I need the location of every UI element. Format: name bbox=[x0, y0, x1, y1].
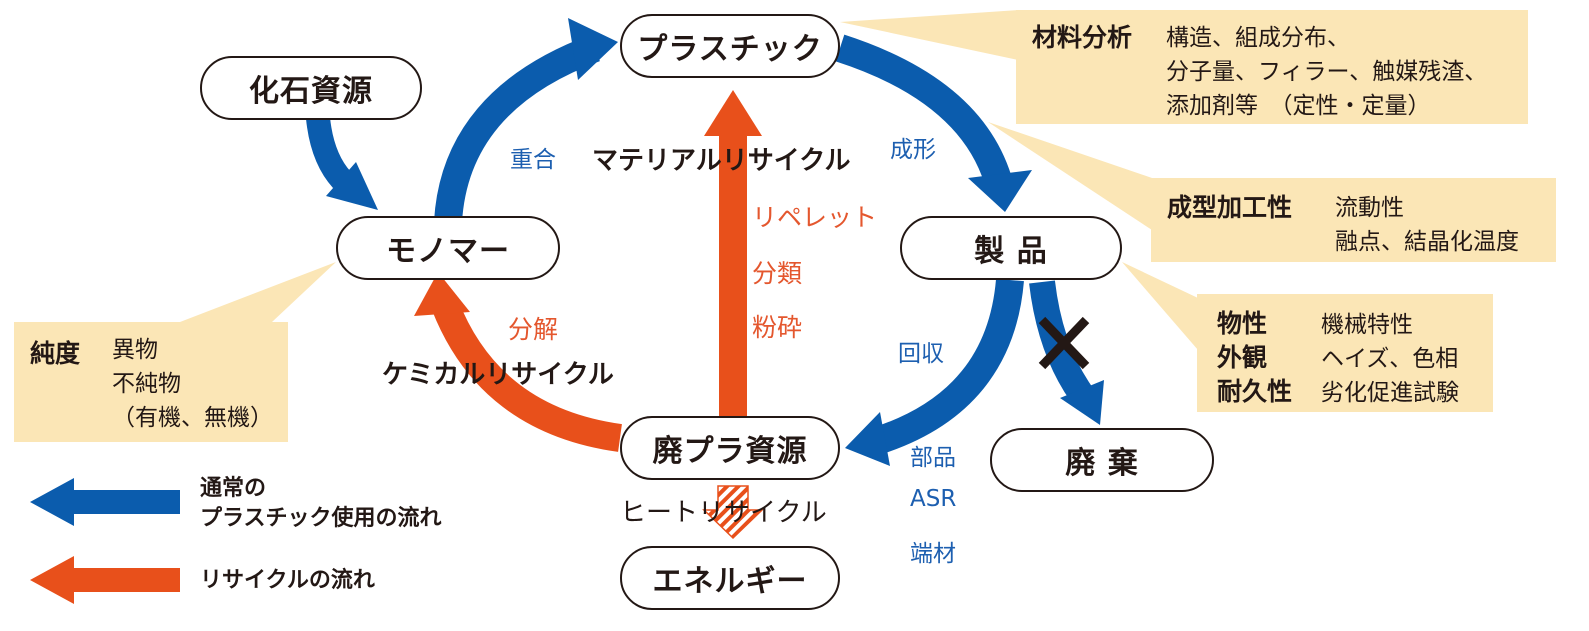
purity-line-3: （有機、無機） bbox=[112, 405, 273, 431]
arrowhead-monomer-to-plastic bbox=[568, 18, 618, 80]
label-chemical-recycle: ケミカルリサイクル bbox=[382, 360, 614, 390]
material-analysis-title: 材料分析 bbox=[1032, 23, 1133, 52]
material-analysis-line-2: 分子量、フィラー、触媒残渣、 bbox=[1166, 59, 1488, 85]
label-heat-recycle: ヒートリサイクル bbox=[620, 498, 827, 528]
node-waste-plastic-resource: 廃プラ資源 bbox=[620, 416, 840, 480]
arrow-monomer-to-plastic bbox=[434, 34, 600, 224]
arrowhead-fossil-to-monomer bbox=[326, 162, 378, 210]
arrow-product-to-disposal bbox=[1029, 280, 1093, 403]
arrow-plastic-to-product bbox=[835, 34, 1012, 185]
label-asr: ASR bbox=[910, 486, 957, 512]
properties-title-3: 耐久性 bbox=[1217, 377, 1293, 406]
properties-title-1: 物性 bbox=[1217, 309, 1268, 338]
arrow-waste-to-monomer bbox=[431, 299, 623, 452]
label-parts: 部品 bbox=[910, 445, 956, 471]
material-analysis-box: 材料分析 構造、組成分布、 分子量、フィラー、触媒残渣、 添加剤等 （定性・定量… bbox=[1016, 10, 1528, 124]
properties-line-3: 劣化促進試験 bbox=[1321, 380, 1459, 406]
node-energy: エネルギー bbox=[620, 546, 840, 610]
label-crushing: 粉砕 bbox=[752, 313, 803, 342]
callout-wedge-properties bbox=[1122, 262, 1198, 350]
x-mark-icon bbox=[1038, 316, 1090, 370]
moldability-box: 成型加工性 流動性 融点、結晶化温度 bbox=[1151, 178, 1556, 262]
purity-line-2: 不純物 bbox=[112, 371, 181, 397]
callout-wedge-purity bbox=[180, 262, 336, 322]
material-analysis-line-1: 構造、組成分布、 bbox=[1166, 25, 1350, 51]
properties-line-2: ヘイズ、色相 bbox=[1321, 346, 1459, 372]
label-sorting: 分類 bbox=[752, 259, 803, 288]
moldability-line-2: 融点、結晶化温度 bbox=[1335, 229, 1519, 255]
node-monomer: モノマー bbox=[336, 216, 560, 280]
label-collection: 回収 bbox=[898, 341, 944, 367]
properties-title-2: 外観 bbox=[1217, 343, 1268, 372]
arrowhead-plastic-to-product bbox=[968, 170, 1032, 212]
legend-blue-arrow bbox=[30, 478, 180, 526]
arrowhead-waste-to-monomer bbox=[414, 272, 470, 316]
arrowhead-product-to-waste bbox=[845, 412, 890, 466]
arrowhead-waste-to-plastic bbox=[704, 90, 762, 136]
node-plastic: プラスチック bbox=[620, 14, 840, 78]
legend-orange-arrow bbox=[30, 556, 180, 604]
purity-title: 純度 bbox=[30, 339, 81, 368]
label-scraps: 端材 bbox=[910, 541, 956, 567]
label-repellet: リペレット bbox=[752, 203, 878, 232]
legend-normal-flow-line-1: 通常の bbox=[200, 476, 267, 501]
node-disposal: 廃 棄 bbox=[990, 428, 1214, 492]
node-product: 製 品 bbox=[900, 216, 1122, 280]
moldability-title: 成型加工性 bbox=[1167, 193, 1293, 222]
arrow-waste-to-plastic-shaft bbox=[719, 128, 747, 416]
node-fossil-resource: 化石資源 bbox=[200, 56, 422, 120]
arrow-product-to-waste bbox=[875, 278, 1024, 454]
arrow-fossil-to-monomer bbox=[306, 116, 352, 189]
purity-box: 純度 異物 不純物 （有機、無機） bbox=[14, 322, 288, 442]
label-molding: 成形 bbox=[890, 137, 936, 163]
label-polymerization: 重合 bbox=[510, 147, 556, 173]
label-decomposition: 分解 bbox=[508, 315, 559, 344]
purity-line-1: 異物 bbox=[112, 337, 158, 363]
callout-wedge-moldability bbox=[988, 122, 1152, 230]
material-analysis-line-3: 添加剤等 （定性・定量） bbox=[1166, 93, 1431, 119]
striped-down-arrow-icon bbox=[702, 485, 764, 540]
properties-line-1: 機械特性 bbox=[1321, 312, 1413, 338]
label-material-recycle: マテリアルリサイクル bbox=[592, 146, 851, 176]
moldability-line-1: 流動性 bbox=[1335, 195, 1404, 221]
callout-wedge-material bbox=[840, 10, 1018, 60]
legend-normal-flow-line-2: プラスチック使用の流れ bbox=[200, 506, 442, 531]
legend-recycle-flow: リサイクルの流れ bbox=[200, 568, 375, 593]
properties-box: 物性 外観 耐久性 機械特性 ヘイズ、色相 劣化促進試験 bbox=[1197, 294, 1493, 412]
arrowhead-product-to-disposal bbox=[1060, 380, 1104, 425]
